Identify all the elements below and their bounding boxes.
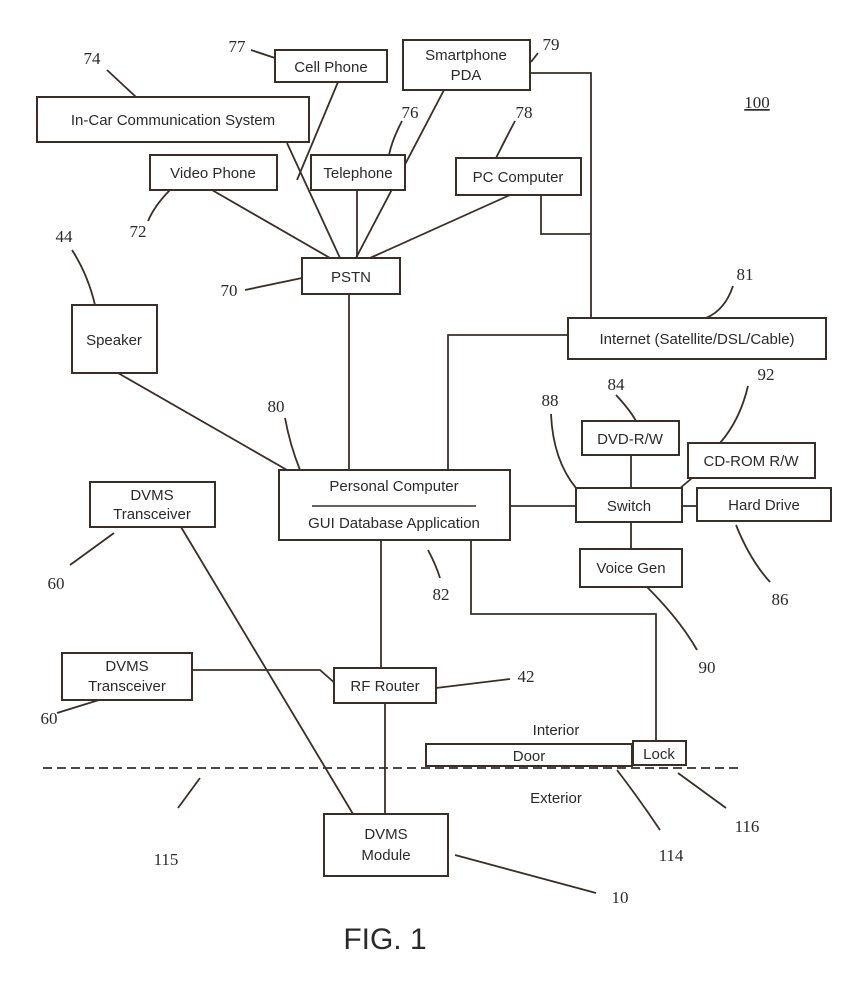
leader-76: [389, 121, 402, 155]
telephone-label: Telephone: [323, 165, 392, 182]
ref-77: 77: [229, 37, 247, 56]
personal-computer-label: Personal Computer: [329, 478, 458, 495]
dvd-rw-label: DVD-R/W: [597, 431, 664, 448]
hard-drive-label: Hard Drive: [728, 497, 800, 514]
ref-74: 74: [84, 49, 102, 68]
leader-60a: [70, 533, 114, 565]
ref-78: 78: [516, 103, 533, 122]
exterior-label: Exterior: [530, 790, 582, 807]
leader-92: [720, 386, 748, 443]
leader-72: [148, 190, 170, 221]
ref-86: 86: [772, 590, 789, 609]
leader-84: [616, 395, 636, 421]
dvms-module-line2: Module: [361, 847, 410, 864]
ref-100: 100: [744, 93, 770, 112]
ref-114: 114: [659, 846, 684, 865]
ref-81: 81: [737, 265, 754, 284]
dvms-transceiver-mid-line1: DVMS: [105, 658, 148, 675]
ref-60a: 60: [48, 574, 65, 593]
cell-phone-label: Cell Phone: [294, 59, 367, 76]
line-pccomputer-pstn: [370, 195, 510, 258]
leader-116: [678, 773, 726, 808]
leader-90: [647, 587, 697, 650]
switch-label: Switch: [607, 498, 651, 515]
node-boxes: Cell Phone Smartphone PDA In-Car Communi…: [37, 40, 831, 876]
ref-82: 82: [433, 585, 450, 604]
line-videophone-pstn: [212, 190, 330, 258]
leader-115: [178, 778, 200, 808]
ref-10: 10: [612, 888, 629, 907]
line-dvmstx-rfrouter: [192, 670, 337, 685]
ref-60b: 60: [41, 709, 58, 728]
ref-92: 92: [758, 365, 775, 384]
leader-81: [706, 286, 733, 318]
pstn-label: PSTN: [331, 269, 371, 286]
leader-86: [736, 525, 770, 582]
line-speaker-pc: [118, 373, 287, 470]
smartphone-label: Smartphone: [425, 47, 507, 64]
ref-115: 115: [154, 850, 179, 869]
ref-76: 76: [402, 103, 419, 122]
leader-44: [72, 250, 95, 305]
leader-10: [455, 855, 596, 893]
ref-90: 90: [699, 658, 716, 677]
ref-88: 88: [542, 391, 559, 410]
video-phone-label: Video Phone: [170, 165, 256, 182]
ref-84: 84: [608, 375, 626, 394]
dvms-transceiver-top-line1: DVMS: [130, 487, 173, 504]
ref-116: 116: [735, 817, 760, 836]
line-pccomputer-internet: [541, 195, 591, 234]
door-label: Door: [513, 748, 546, 765]
ref-79: 79: [543, 35, 560, 54]
interior-label: Interior: [533, 722, 580, 739]
leader-60b: [57, 700, 99, 713]
leader-79: [531, 53, 538, 62]
dvms-module-line1: DVMS: [364, 826, 407, 843]
ref-44: 44: [56, 227, 74, 246]
leader-114: [617, 770, 660, 830]
rf-router-label: RF Router: [350, 678, 419, 695]
pda-label: PDA: [451, 67, 482, 84]
leader-78: [495, 121, 515, 160]
leader-80: [285, 418, 300, 470]
ref-70: 70: [221, 281, 238, 300]
internet-label: Internet (Satellite/DSL/Cable): [599, 331, 794, 348]
figure-caption: FIG. 1: [343, 923, 426, 956]
ref-72: 72: [130, 222, 147, 241]
lock-label: Lock: [643, 746, 675, 763]
in-car-comm-label: In-Car Communication System: [71, 112, 275, 129]
ref-80: 80: [268, 397, 285, 416]
voice-gen-label: Voice Gen: [596, 560, 665, 577]
leader-77: [251, 50, 275, 58]
dvms-transceiver-top-line2: Transceiver: [113, 506, 191, 523]
leader-42: [436, 679, 510, 688]
speaker-label: Speaker: [86, 332, 142, 349]
dvms-transceiver-mid-line2: Transceiver: [88, 678, 166, 695]
leader-82: [428, 550, 440, 578]
leader-74: [107, 70, 136, 97]
ref-42: 42: [518, 667, 535, 686]
dvms-module-box: [324, 814, 448, 876]
cdrom-rw-label: CD-ROM R/W: [704, 453, 800, 470]
gui-database-label: GUI Database Application: [308, 515, 480, 532]
leader-88: [551, 414, 576, 488]
leader-70: [245, 278, 302, 290]
pc-computer-label: PC Computer: [473, 169, 564, 186]
